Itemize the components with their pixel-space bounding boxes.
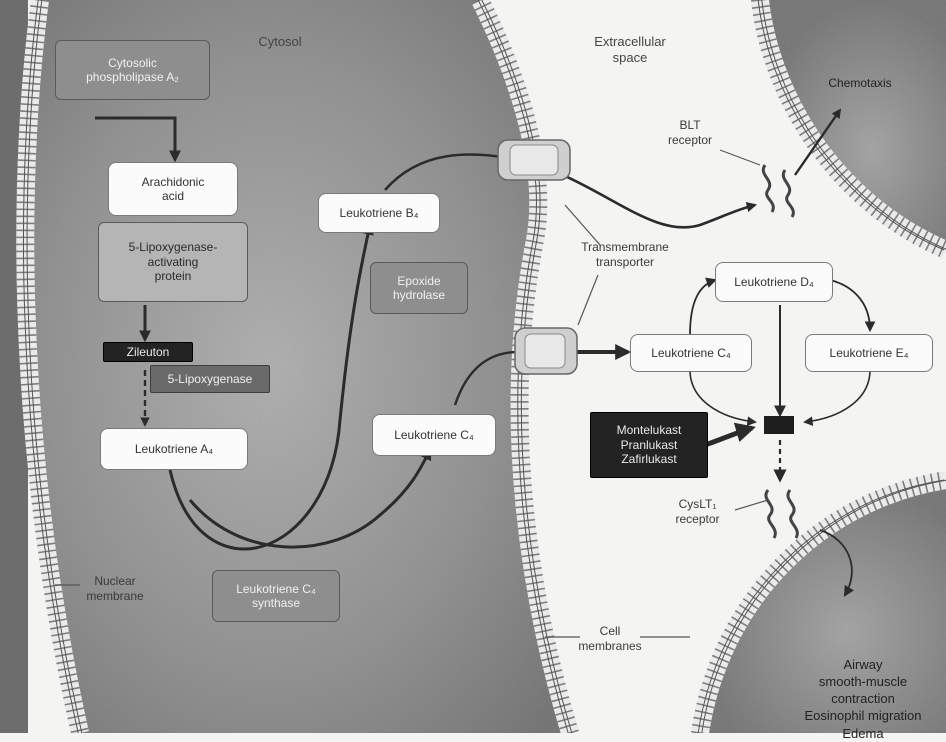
transmembrane-transporter-label: Transmembrane transporter xyxy=(565,240,685,270)
zileuton-box: Zileuton xyxy=(103,342,193,362)
lte4-box: Leukotriene E₄ xyxy=(805,334,933,372)
transporter-upper xyxy=(498,140,570,180)
nuclear-membrane-label: Nuclear membrane xyxy=(70,574,160,604)
cell-membranes-label: Cell membranes xyxy=(570,624,650,654)
leukotriene-antagonist-drugs-box: Montelukast Pranlukast Zafirlukast xyxy=(590,412,708,478)
arrow-ltd4-to-lte4 xyxy=(830,280,870,330)
cytosolic-phospholipase-box: Cytosolic phospholipase A₂ xyxy=(55,40,210,100)
arrow-lte4-to-receptor xyxy=(805,370,870,422)
cytosol-grain xyxy=(25,0,570,733)
epoxide-hydrolase-box: Epoxide hydrolase xyxy=(370,262,468,314)
cyslt1-receptor-shape xyxy=(766,490,797,538)
five-lipoxygenase-box: 5-Lipoxygenase xyxy=(150,365,270,393)
upper-right-cell-grain xyxy=(760,0,946,250)
chemotaxis-label: Chemotaxis xyxy=(810,76,910,91)
ltc4-synthase-box: Leukotriene C₄ synthase xyxy=(212,570,340,622)
cyslt1-receptor-label: CysLT₁ receptor xyxy=(655,497,740,527)
leader-transporter xyxy=(565,205,600,245)
ltd4-box: Leukotriene D₄ xyxy=(715,262,833,302)
blt-receptor-label: BLT receptor xyxy=(650,118,730,148)
arachidonic-acid-box: Arachidonic acid xyxy=(108,162,238,216)
arrow-drugs-block xyxy=(705,428,752,445)
ltc4-outer-box: Leukotriene C₄ xyxy=(630,334,752,372)
receptor-block-bar xyxy=(764,416,794,434)
ltb4-box: Leukotriene B₄ xyxy=(318,193,440,233)
flap-box: 5-Lipoxygenase- activating protein xyxy=(98,222,248,302)
lta4-box: Leukotriene A₄ xyxy=(100,428,248,470)
transporter-lower xyxy=(515,328,577,374)
airway-outcome-text: Airway smooth-muscle contraction Eosinop… xyxy=(778,656,946,742)
arrow-ltc4-to-ltd4 xyxy=(690,280,715,335)
leader-transporter-2 xyxy=(578,275,598,325)
leader-blt xyxy=(720,150,760,165)
extracellular-space-label: Extracellular space xyxy=(570,34,690,67)
cytosol-label: Cytosol xyxy=(235,34,325,50)
ltc4-inner-box: Leukotriene C₄ xyxy=(372,414,496,456)
blt-receptor-shape xyxy=(763,165,793,217)
